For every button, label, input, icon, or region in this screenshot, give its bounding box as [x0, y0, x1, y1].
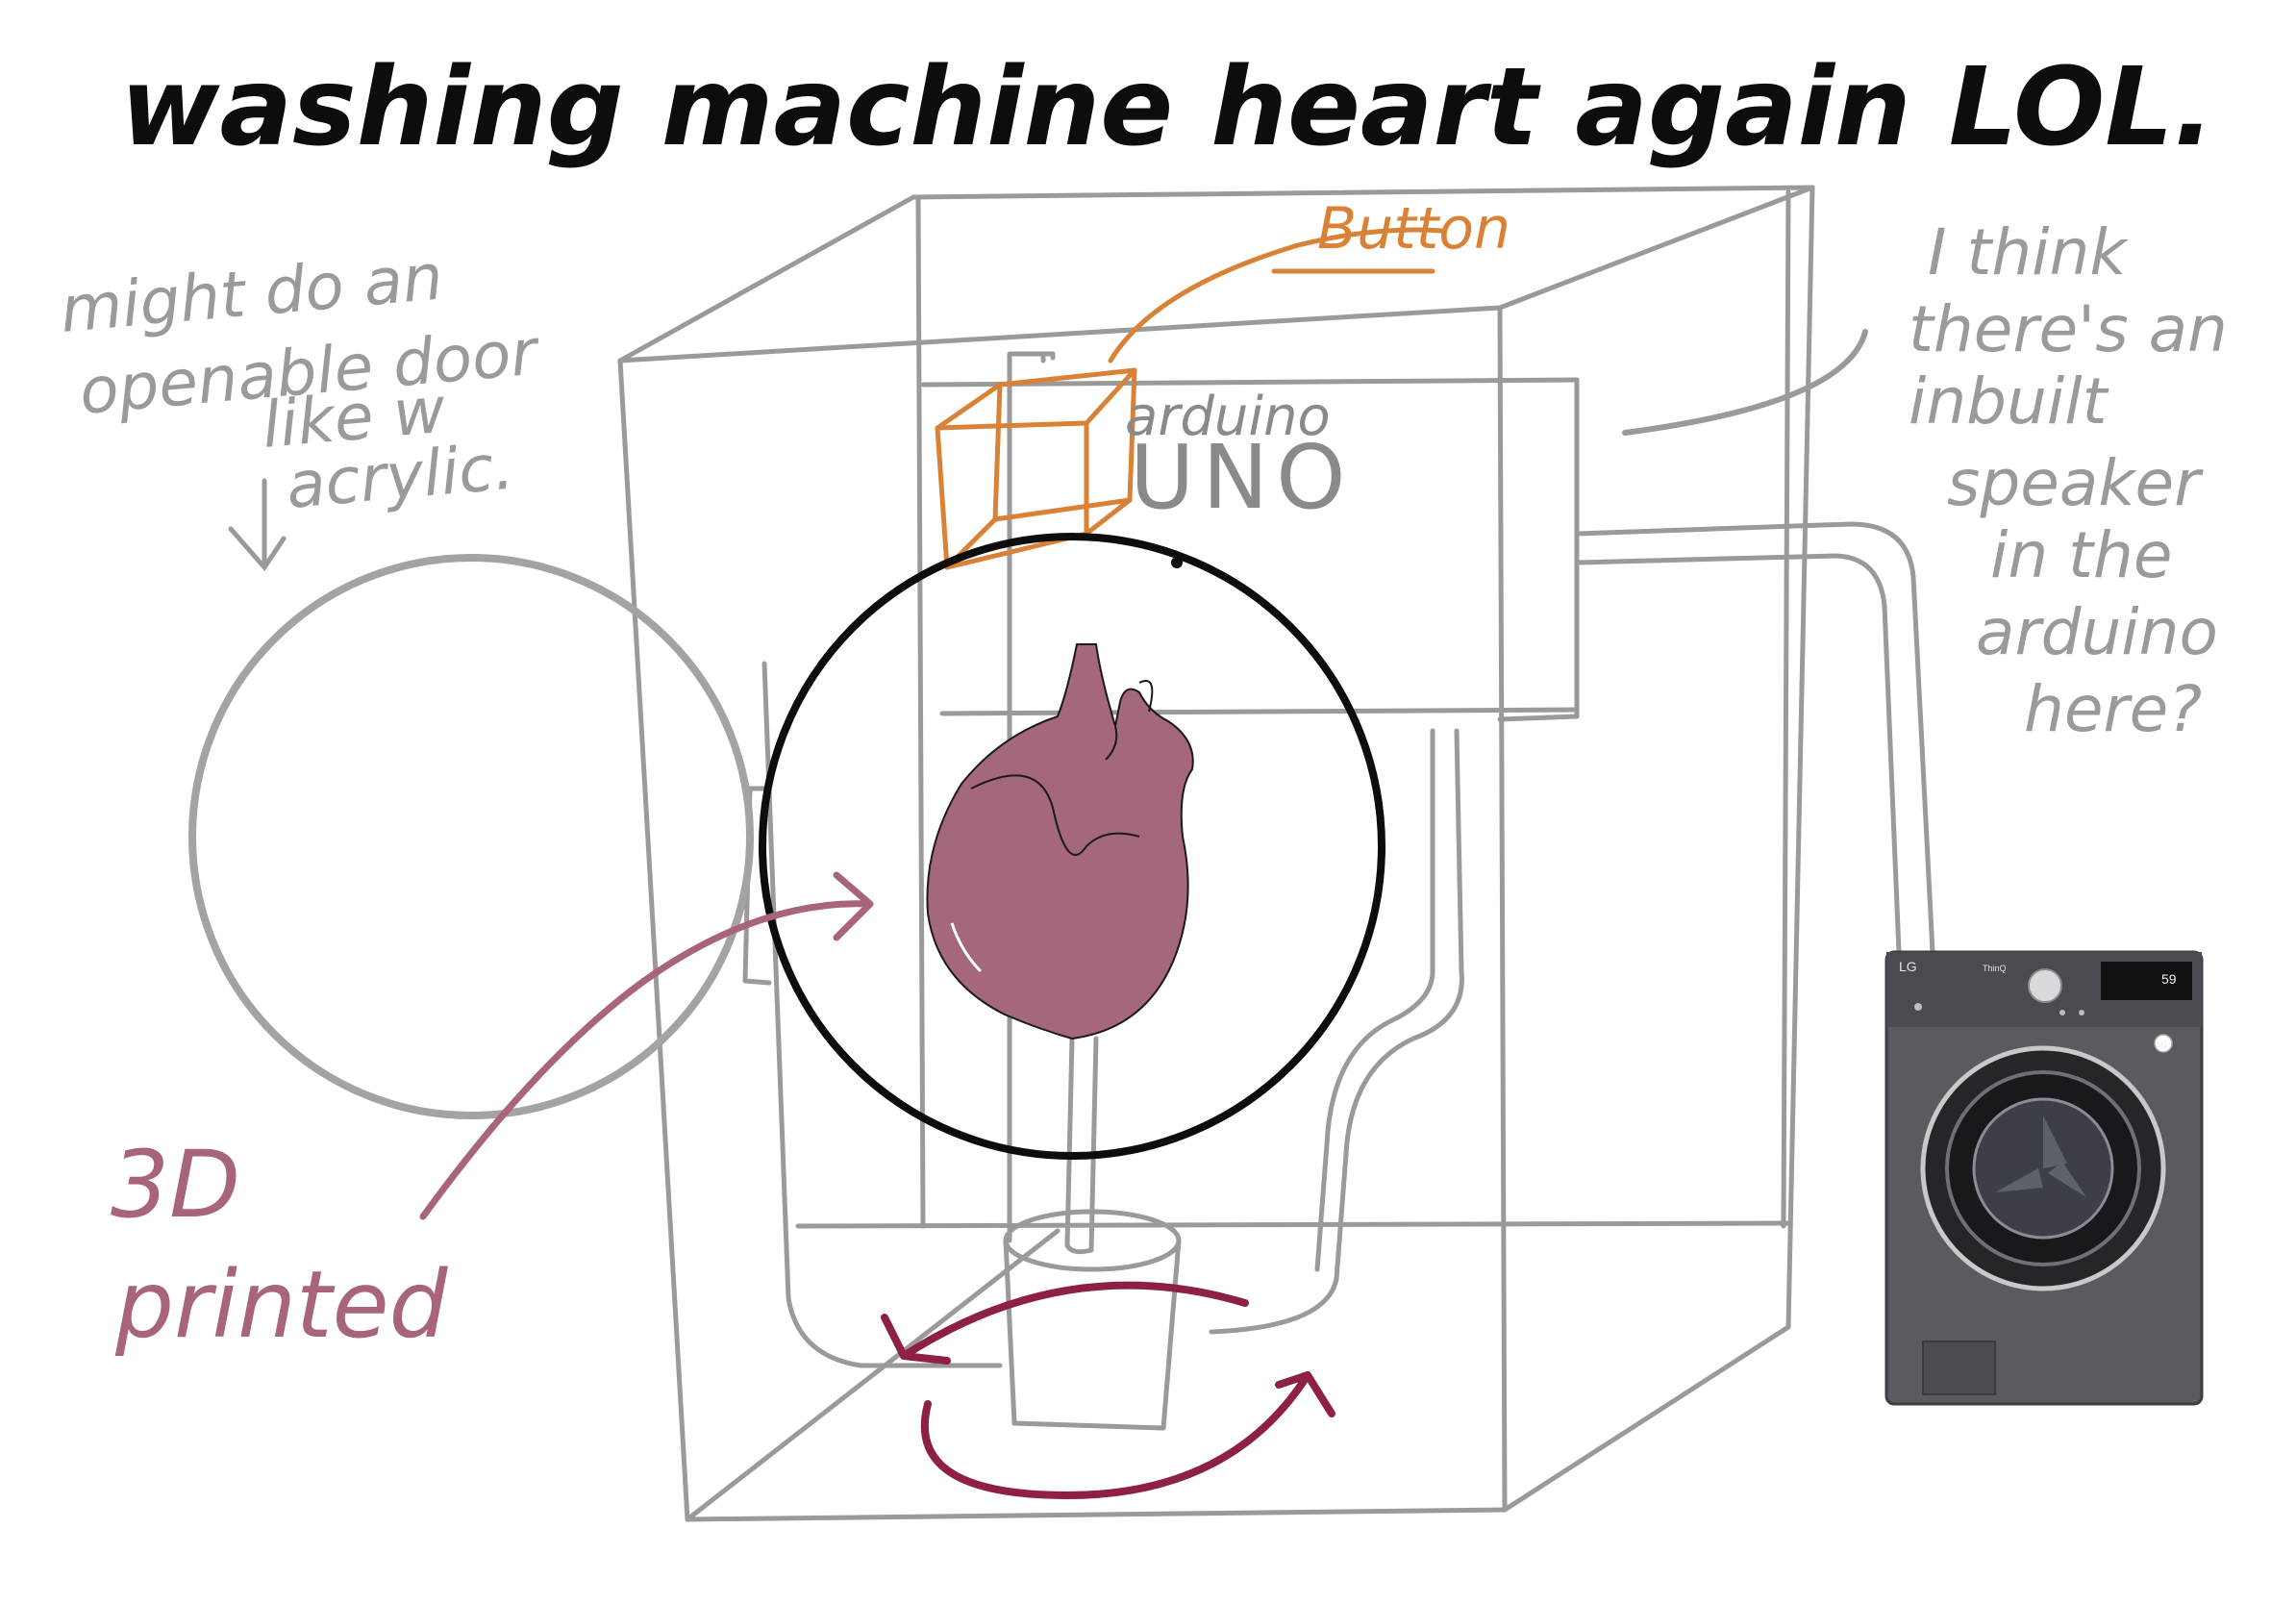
door-note: might do an openable door like w acrylic…	[58, 239, 543, 572]
door-note-line-3: like w	[260, 373, 449, 463]
heart-model	[926, 643, 1194, 1040]
speaker-note-pointer	[1622, 329, 1868, 436]
washing-machine-photo: LG ThinQ 59 LG	[1884, 950, 2204, 1406]
speaker-note-line-7: here?	[2024, 672, 2202, 746]
sketch-title: washing machine heart again LOL.	[120, 45, 2214, 170]
heart-frame-circle	[759, 533, 1385, 1160]
speaker-note-line-4: speaker	[1947, 446, 2204, 520]
printed-label-line-2: printed	[114, 1251, 449, 1359]
speaker-note-line-3: inbuilt	[1909, 364, 2109, 439]
speaker-note-line-2: there's an	[1909, 292, 2228, 366]
arduino-box	[935, 227, 1445, 570]
printed-arrow	[419, 871, 874, 1220]
speaker-note: I think there's an inbuilt speaker in th…	[1622, 215, 2228, 746]
speaker-note-line-1: I think	[1928, 215, 2129, 289]
arduino-label: arduino	[1125, 386, 1331, 448]
door-note-arrow	[228, 478, 287, 572]
program-dial	[2028, 968, 2062, 1003]
lg-brand: LG	[1899, 959, 1917, 974]
display-readout: 59	[2161, 971, 2177, 987]
machine-outline	[188, 185, 1935, 1522]
button-label: Button	[1317, 195, 1510, 263]
rotation-arrow-bottom	[920, 1371, 1311, 1499]
door-circle	[188, 554, 754, 1119]
printed-label-line-1: 3D	[111, 1131, 240, 1239]
lg-badge: LG	[2157, 1040, 2167, 1049]
speaker-note-line-6: arduino	[1976, 595, 2218, 669]
uno-label: UNO	[1130, 426, 1354, 529]
speaker-note-line-5: in the	[1990, 518, 2172, 592]
thinq-label: ThinQ	[1983, 964, 2007, 973]
circle-pen-dot	[1171, 557, 1183, 568]
rotation-arrow-top	[900, 1281, 1249, 1360]
rotation-arrows	[881, 1281, 1335, 1499]
